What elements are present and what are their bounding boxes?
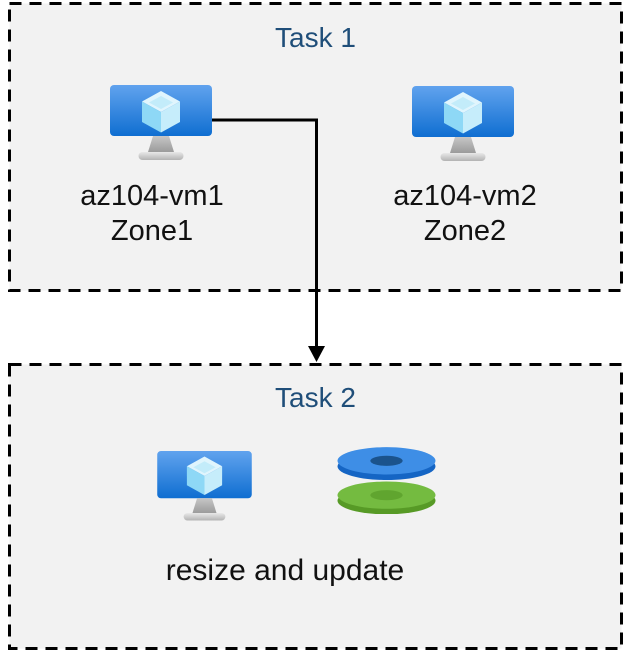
task2-title: Task 2 <box>275 382 356 413</box>
vm1-zone: Zone1 <box>110 215 194 247</box>
task2-caption: resize and update <box>165 554 405 587</box>
vm2-label: az104-vm2 Zone2 <box>365 179 565 249</box>
task1-title: Task 1 <box>275 22 356 53</box>
task2-panel <box>8 363 623 650</box>
connector-line <box>212 118 318 349</box>
vm2-zone: Zone2 <box>423 215 507 247</box>
vm1-label: az104-vm1 Zone1 <box>52 179 252 249</box>
connector-arrowhead-icon <box>308 346 325 362</box>
vm2-name: az104-vm2 <box>393 180 537 212</box>
azure-vm-icon <box>157 451 252 527</box>
azure-vm-icon <box>110 85 212 167</box>
azure-managed-disks-icon <box>337 447 436 514</box>
vm1-name: az104-vm1 <box>80 180 224 212</box>
azure-vm-icon <box>412 86 514 168</box>
